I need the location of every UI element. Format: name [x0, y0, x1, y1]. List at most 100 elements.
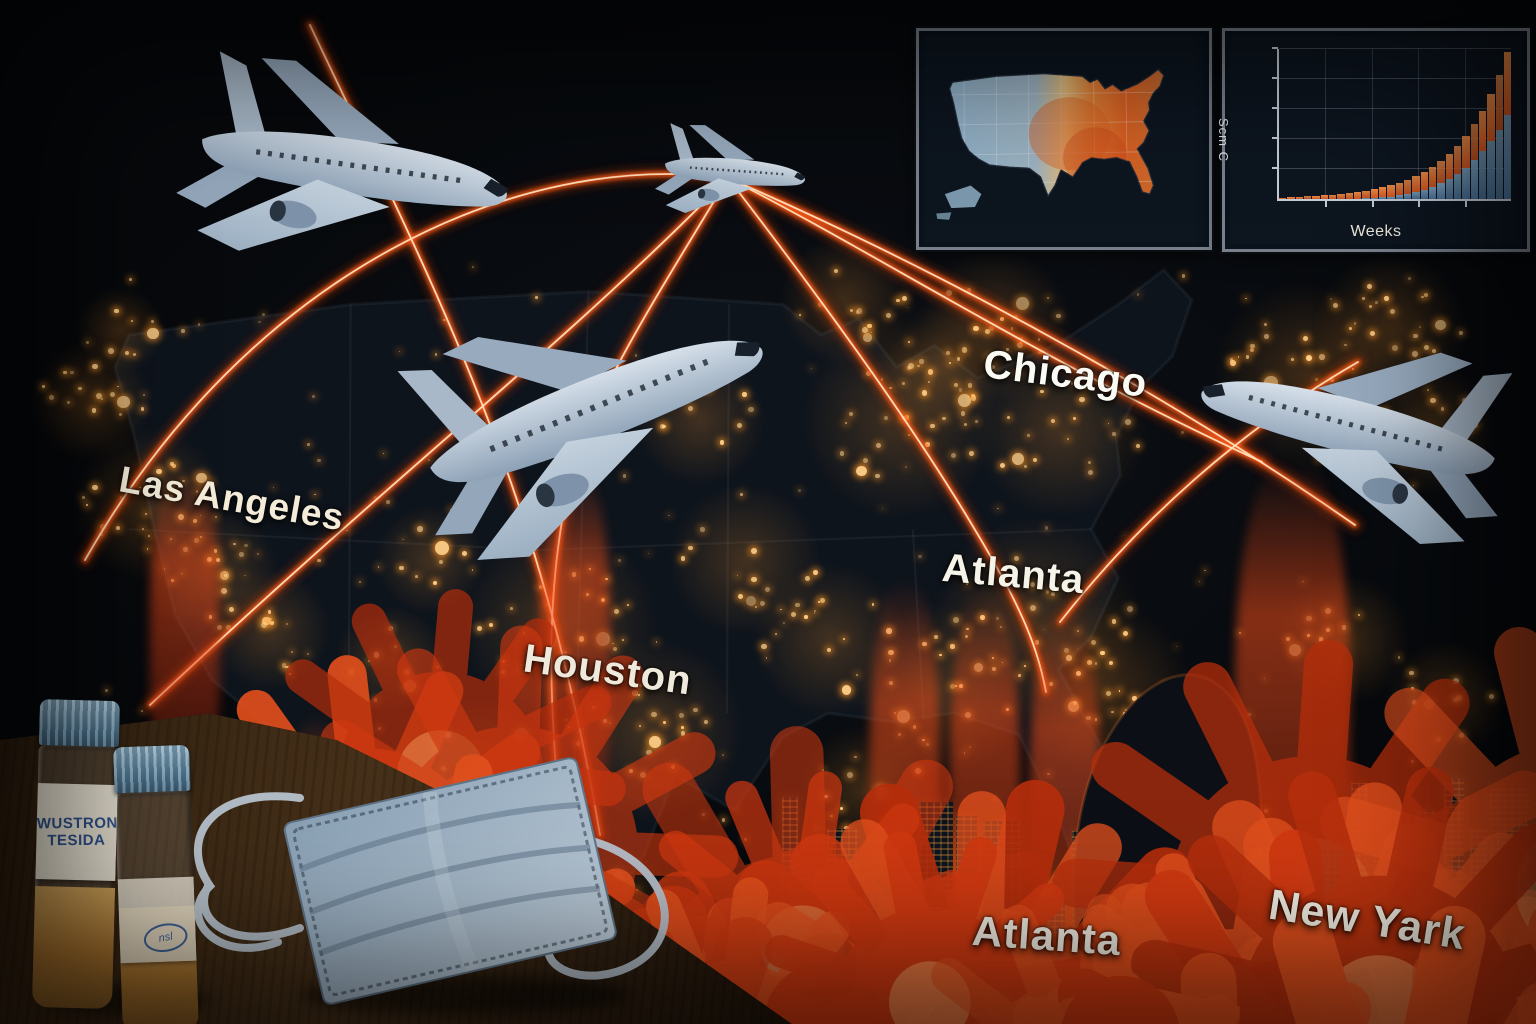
chart-bar-segment-orange: [1337, 194, 1345, 199]
city-light-dot: [91, 484, 98, 491]
city-light-dot: [1070, 382, 1074, 385]
city-light-dot: [990, 364, 996, 370]
star-dot: [1136, 293, 1140, 296]
city-light-dot: [942, 416, 946, 421]
chart-bar-segment-blue: [1362, 198, 1370, 199]
city-light-dot: [751, 576, 757, 582]
star-dot: [813, 612, 815, 614]
city-light-dot: [921, 390, 928, 396]
city-light-dot: [970, 395, 976, 401]
city-light-dot: [1050, 591, 1056, 596]
star-dot: [535, 296, 538, 299]
chart-bar-segment-orange: [1287, 197, 1295, 199]
city-light-dot: [150, 320, 154, 324]
city-light-dot: [1229, 358, 1234, 363]
city-light-dot: [612, 646, 618, 652]
city-light-dot: [1063, 583, 1070, 590]
city-light-dot: [77, 386, 82, 391]
city-light-dot: [1392, 344, 1399, 351]
city-light-dot: [86, 504, 88, 506]
star-dot: [799, 314, 801, 316]
city-light-dot: [813, 570, 818, 575]
star-dot: [471, 265, 475, 269]
city-light-dot: [967, 383, 973, 389]
city-light-dot: [804, 615, 808, 619]
city-light-dot: [847, 771, 854, 778]
city-light-dot: [86, 341, 89, 344]
chart-bar-segment-blue: [1470, 160, 1478, 199]
label-atlanta-skyline: Atlanta: [970, 906, 1123, 965]
city-light-dot: [109, 392, 115, 398]
airplane: [383, 259, 800, 581]
chart-bar-segment-orange: [1295, 196, 1303, 199]
star-dot: [618, 558, 622, 562]
star-dot: [623, 474, 627, 478]
city-light-dot: [114, 308, 119, 314]
city-light-dot: [116, 385, 119, 388]
city-light-dot: [956, 357, 961, 361]
city-light-dot: [927, 380, 930, 383]
city-light-dot: [435, 540, 450, 555]
chart-bar: [1303, 196, 1312, 199]
chart-bar: [1437, 161, 1445, 199]
chart-bar: [1470, 124, 1478, 199]
city-light-dot: [1369, 331, 1375, 336]
city-light-dot: [1423, 293, 1428, 298]
star-dot: [881, 507, 884, 510]
city-light-dot: [884, 416, 889, 421]
chart-bar: [1345, 193, 1353, 199]
city-light-dot: [637, 694, 641, 697]
city-light-dot: [67, 401, 70, 404]
star-dot: [647, 552, 650, 555]
city-light-dot: [1079, 396, 1085, 402]
city-light-dot: [1250, 347, 1255, 353]
city-light-dot: [901, 295, 907, 301]
star-dot: [964, 422, 968, 426]
chart-x-tick: [1371, 200, 1374, 207]
star-dot: [385, 500, 390, 504]
city-light-dot: [1006, 347, 1010, 351]
star-dot: [871, 331, 873, 334]
city-light-dot: [693, 707, 699, 713]
city-light-dot: [96, 393, 103, 400]
chart-bar-segment-orange: [1428, 167, 1437, 187]
city-light-dot: [1040, 389, 1044, 394]
city-light-dot: [148, 535, 151, 538]
city-light-dot: [221, 588, 228, 595]
chart-y-tick: [1272, 137, 1278, 139]
star-dot: [128, 277, 133, 282]
city-light-dot: [1264, 334, 1270, 339]
star-dot: [197, 323, 201, 326]
chart-bar-segment-orange: [1495, 74, 1503, 130]
city-glow: [29, 339, 151, 461]
chart-gridline-h: [1279, 78, 1511, 79]
city-light-dot: [856, 310, 860, 314]
city-light-dot: [267, 610, 272, 614]
city-light-dot: [966, 583, 968, 585]
star-dot: [1204, 569, 1207, 572]
city-light-dot: [1073, 416, 1077, 420]
star-dot: [377, 566, 380, 568]
city-light-dot: [1412, 351, 1418, 358]
chart-bar-segment-orange: [1470, 124, 1478, 161]
city-light-dot: [70, 370, 74, 375]
star-dot: [105, 689, 109, 693]
city-light-dot: [857, 308, 863, 314]
city-light-dot: [856, 673, 858, 676]
star-dot: [269, 617, 272, 621]
chart-bar-segment-blue: [1462, 167, 1470, 199]
star-dot: [140, 709, 144, 712]
star-dot: [144, 513, 147, 516]
city-light-dot: [1127, 606, 1134, 612]
chart-bar-segment-orange: [1412, 176, 1420, 193]
chart-bar: [1337, 194, 1345, 199]
chart-bar: [1428, 167, 1437, 199]
star-dot: [765, 657, 768, 659]
star-dot: [180, 329, 185, 333]
city-light-dot: [927, 368, 934, 375]
city-light-dot: [48, 394, 54, 400]
city-light-dot: [91, 408, 97, 413]
city-light-dot: [1072, 588, 1076, 591]
city-light-dot: [417, 526, 423, 532]
